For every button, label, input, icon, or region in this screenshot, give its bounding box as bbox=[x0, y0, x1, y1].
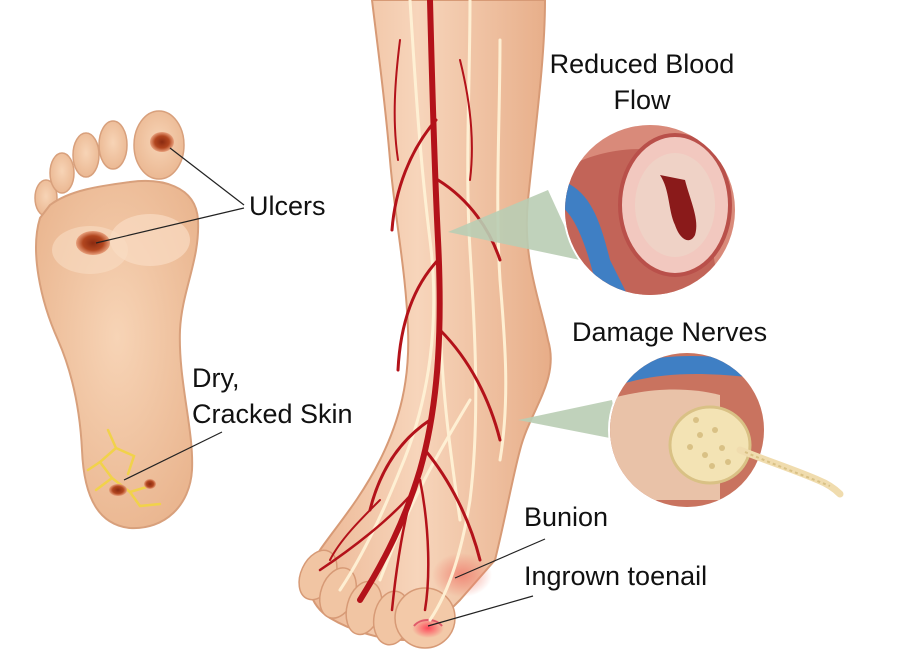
callout-wedge-nerve bbox=[518, 400, 620, 440]
toe-second bbox=[98, 120, 128, 170]
dry-cracked-skin-line-2: Cracked Skin bbox=[192, 399, 353, 429]
arteries bbox=[318, 0, 502, 612]
nerve-strand bbox=[736, 446, 844, 498]
nerves bbox=[338, 0, 508, 622]
pointer-ulcer-ball bbox=[95, 207, 245, 244]
reduced-blood-flow-label: Reduced Blood Flow bbox=[536, 46, 748, 118]
leg-body bbox=[308, 0, 552, 642]
reduced-blood-flow-line-2: Flow bbox=[613, 85, 671, 115]
nerve-inset bbox=[608, 351, 844, 509]
heel-wound-2 bbox=[144, 479, 156, 489]
ulcer-ball bbox=[76, 231, 110, 255]
heel-cracks bbox=[86, 428, 162, 508]
right-big-toe bbox=[394, 587, 456, 649]
callout-wedge-blood bbox=[448, 190, 580, 260]
toe-fourth bbox=[49, 152, 75, 194]
toe-third bbox=[72, 132, 100, 178]
blood-vessel-inset bbox=[563, 123, 737, 297]
pointer-bunion bbox=[454, 538, 546, 579]
ingrown-toenail-label: Ingrown toenail bbox=[524, 561, 708, 591]
pointer-ingrown bbox=[427, 595, 534, 627]
foot-sole bbox=[34, 110, 200, 530]
dry-cracked-skin-label: Dry, Cracked Skin bbox=[192, 360, 353, 432]
pointer-lines bbox=[95, 147, 546, 627]
pointer-ulcer-toe bbox=[169, 147, 245, 206]
ulcer-big-toe bbox=[150, 132, 174, 152]
bunion-label: Bunion bbox=[524, 502, 609, 532]
reduced-blood-flow-line-1: Reduced Blood bbox=[549, 49, 735, 79]
dry-cracked-skin-line-1: Dry, bbox=[192, 363, 240, 393]
damage-nerves-label: Damage Nerves bbox=[572, 317, 768, 347]
ingrown-spot bbox=[412, 618, 444, 638]
leg-and-foot bbox=[298, 0, 620, 649]
pointer-dry-skin bbox=[123, 431, 223, 481]
ulcers-label: Ulcers bbox=[249, 191, 326, 221]
heel-wound-1 bbox=[109, 484, 127, 496]
